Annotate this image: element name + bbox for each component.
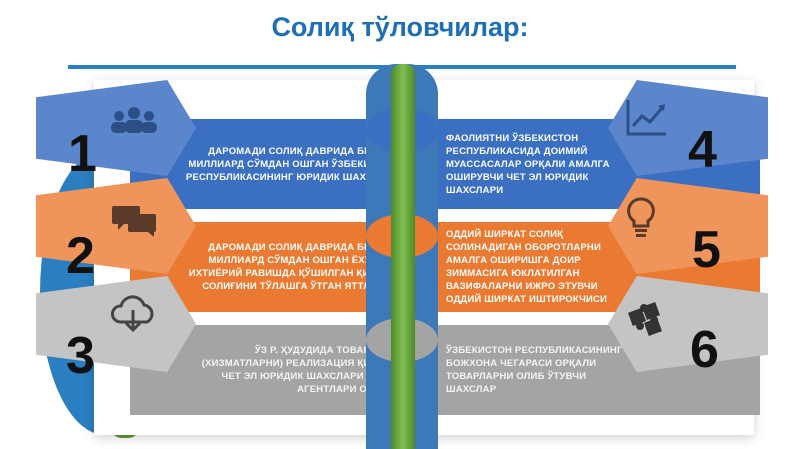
- item-1-text: ДАРОМАДИ СОЛИҚ ДАВРИДА БИР МИЛЛИАРД СЎМД…: [185, 145, 401, 183]
- item-4-text: ФАОЛИЯТНИ ЎЗБЕКИСТОН РЕСПУБЛИКАСИДА ДОИМ…: [446, 132, 610, 196]
- band-row-3: ЎЗ Р. ҲУДУДИДА ТОВАРЛАРНИ (ХИЗМАТЛАРНИ) …: [130, 325, 760, 415]
- item-5-number: 5: [692, 221, 721, 279]
- puzzle-icon: [628, 302, 662, 336]
- chat-bubbles-icon: [112, 206, 156, 237]
- item-2-text: ДАРОМАДИ СОЛИҚ ДАВРИДА БИР МИЛЛИАРД СЎМД…: [188, 242, 398, 292]
- people-icon: [111, 107, 157, 133]
- lightbulb-icon: [627, 197, 655, 237]
- item-5-text: ОДДИЙ ШИРКАТ СОЛИҚ СОЛИНАДИГАН ОБОРОТЛАР…: [446, 229, 608, 305]
- item-3-badge: [36, 276, 196, 372]
- item-6-number: 6: [690, 321, 719, 379]
- page-title: Солиқ тўловчилар:: [271, 12, 529, 42]
- item-2-badge: [36, 178, 196, 274]
- item-4-number: 4: [688, 121, 717, 179]
- item-2-number: 2: [66, 227, 95, 285]
- item-1-number: 1: [68, 125, 97, 183]
- item-6-text: ЎЗБЕКИСТОН РЕСПУБЛИКАСИНИНГ БОЖХОНА ЧЕГА…: [446, 345, 623, 395]
- item-3-number: 3: [66, 327, 95, 385]
- central-stem: [391, 64, 415, 449]
- cloud-download-icon: [111, 295, 154, 333]
- item-4-badge: [608, 80, 768, 176]
- trend-chart-icon: [626, 100, 666, 136]
- item-3-text: ЎЗ Р. ҲУДУДИДА ТОВАРЛАРНИ (ХИЗМАТЛАРНИ) …: [201, 345, 404, 395]
